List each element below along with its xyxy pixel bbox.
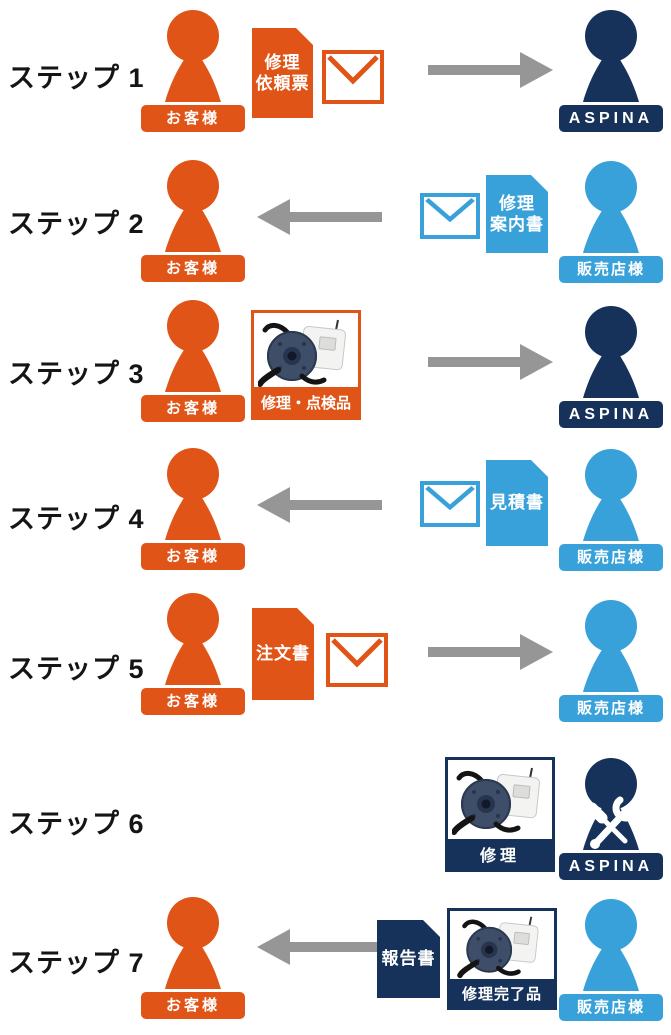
document-label-line: 報告書	[381, 949, 436, 969]
actor-label: 販売店様	[559, 256, 663, 283]
actor-label: ASPINA	[559, 853, 663, 880]
arrow-right-icon	[428, 52, 553, 88]
dealer-actor: 販売店様	[559, 161, 663, 283]
dealer-actor: 販売店様	[559, 899, 663, 1021]
product-box: 修理・点検品	[251, 310, 361, 420]
arrow-left-icon	[257, 199, 382, 235]
product-box: 修理完了品	[447, 908, 557, 1010]
document-icon: 修理 案内書	[486, 175, 548, 253]
document-label-line: 見積書	[490, 493, 544, 513]
document-icon: 報告書	[377, 920, 440, 998]
motor-product-photo	[258, 317, 354, 389]
document-icon: 注文書	[252, 608, 314, 700]
diagram-row-step4: ステップ 4 お客様 見積書 販売店様	[0, 443, 671, 593]
diagram-row-step5: ステップ 5 お客様 注文書 販売店様	[0, 590, 671, 740]
person-icon	[583, 449, 639, 541]
step-label: ステップ 1	[8, 63, 145, 93]
crossed-tools-icon	[586, 796, 638, 849]
actor-label: ASPINA	[559, 401, 663, 428]
person-icon	[165, 10, 221, 102]
person-icon	[583, 10, 639, 102]
actor-label: お客様	[141, 395, 245, 422]
product-label: 修理・点検品	[254, 387, 358, 417]
envelope-icon	[420, 481, 480, 527]
actor-label: お客様	[141, 688, 245, 715]
person-icon	[165, 448, 221, 540]
diagram-row-step1: ステップ 1 お客様 修理 依頼票 ASPINA	[0, 8, 671, 158]
diagram-row-step7: ステップ 7 お客様 報告書	[0, 885, 671, 1035]
customer-actor: お客様	[141, 593, 245, 715]
product-box: 修理	[445, 757, 555, 872]
document-label-line: 案内書	[490, 215, 544, 234]
envelope-icon	[420, 193, 480, 239]
customer-actor: お客様	[141, 160, 245, 282]
document-icon: 修理 依頼票	[252, 28, 313, 118]
step-label: ステップ 4	[8, 504, 145, 534]
actor-label: 販売店様	[559, 695, 663, 722]
motor-product-photo	[454, 915, 550, 979]
actor-label: お客様	[141, 992, 245, 1019]
customer-actor: お客様	[141, 897, 245, 1019]
person-icon	[583, 306, 639, 398]
arrow-left-icon	[257, 487, 382, 523]
document-label-line: 修理	[499, 193, 535, 213]
diagram-row-step6: ステップ 6 修理	[0, 738, 671, 888]
customer-actor: お客様	[141, 448, 245, 570]
person-icon	[583, 600, 639, 692]
envelope-icon	[322, 50, 384, 104]
arrow-left-icon	[257, 929, 382, 965]
person-icon	[165, 300, 221, 392]
document-label-line: 依頼票	[255, 74, 310, 93]
aspina-actor: ASPINA	[559, 10, 663, 132]
actor-label: お客様	[141, 105, 245, 132]
person-icon	[583, 161, 639, 253]
step-label: ステップ 2	[8, 209, 145, 239]
document-icon: 見積書	[486, 460, 548, 546]
step-label: ステップ 3	[8, 359, 145, 389]
person-icon	[165, 593, 221, 685]
customer-actor: お客様	[141, 300, 245, 422]
actor-label: ASPINA	[559, 105, 663, 132]
actor-label: 販売店様	[559, 544, 663, 571]
aspina-repair-actor: ASPINA	[559, 758, 663, 880]
step-label: ステップ 5	[8, 654, 145, 684]
person-icon	[165, 897, 221, 989]
product-label: 修理完了品	[450, 979, 554, 1007]
diagram-row-step3: ステップ 3 お客様 修理・点検品	[0, 298, 671, 448]
arrow-right-icon	[428, 344, 553, 380]
document-label-line: 注文書	[256, 644, 310, 664]
diagram-row-step2: ステップ 2 お客様 修理 案内書 販売店様	[0, 155, 671, 305]
person-with-tools-icon	[583, 758, 639, 850]
customer-actor: お客様	[141, 10, 245, 132]
step-label: ステップ 7	[8, 948, 145, 978]
arrow-right-icon	[428, 634, 553, 670]
actor-label: 販売店様	[559, 994, 663, 1021]
envelope-icon	[326, 633, 388, 687]
aspina-actor: ASPINA	[559, 306, 663, 428]
actor-label: お客様	[141, 543, 245, 570]
dealer-actor: 販売店様	[559, 600, 663, 722]
motor-product-photo	[452, 764, 548, 838]
actor-label: お客様	[141, 255, 245, 282]
dealer-actor: 販売店様	[559, 449, 663, 571]
step-label: ステップ 6	[8, 809, 145, 839]
document-label-line: 修理	[264, 52, 301, 72]
person-icon	[583, 899, 639, 991]
product-label: 修理	[448, 839, 552, 869]
person-icon	[165, 160, 221, 252]
